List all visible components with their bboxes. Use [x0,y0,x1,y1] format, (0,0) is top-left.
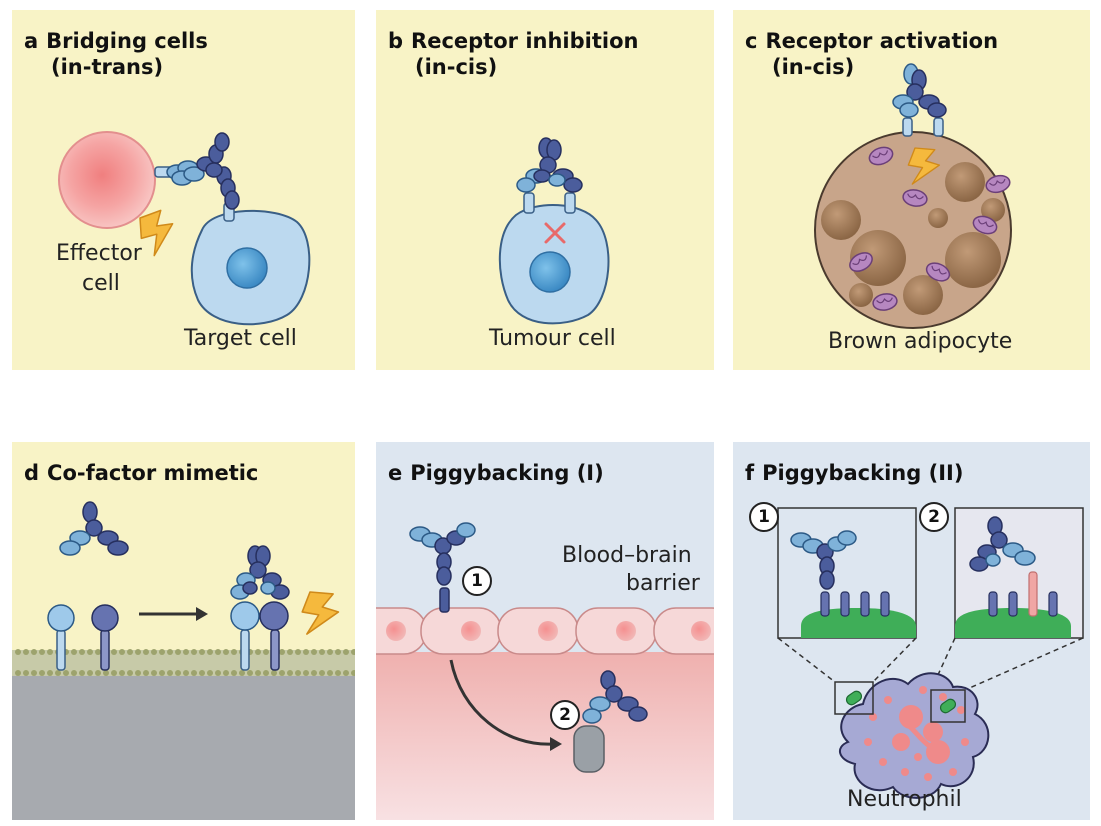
panel-f-letter: f [745,461,755,485]
panel-e-letter: e [388,461,403,485]
panel-a-illustration [58,131,311,326]
panel-b-illustration [498,137,610,325]
neutrophil-label: Neutrophil [847,787,962,812]
panel-d-header: d Co-factor mimetic [24,460,258,486]
arrow-icon [139,607,208,621]
effector-cell-label: Effector [56,241,142,266]
tumour-cell-label: Tumour cell [489,326,616,351]
panel-f: f Piggybacking (II) 1 2 Neutrophil [733,442,1090,820]
inset-marker-1 [834,681,874,715]
free-antibody [59,501,129,556]
lightning-icon [134,207,181,259]
panel-b-letter: b [388,29,404,53]
vesicle-2 [939,698,957,714]
bound-antibody [230,545,290,600]
transferrin-receptor [439,587,450,613]
antibody [516,137,583,193]
lipid-droplets [821,162,1005,315]
membrane-interior [12,650,355,820]
receptor-left [902,117,913,137]
panel-e-illustration [376,522,714,820]
panel-c-title: Receptor activation [765,29,999,53]
transcytosis-arrow [449,659,555,746]
tumour-nucleus [529,251,571,293]
effector-cell-label-2: cell [82,271,120,296]
panel-a-header: a Bridging cells (in-trans) [24,28,208,80]
bbb-label-2: barrier [626,571,700,596]
panel-b-header: b Receptor inhibition (in-cis) [388,28,638,80]
vesicle-1 [845,690,863,706]
panel-c-illustration [814,63,1013,329]
panel-c-letter: c [745,29,758,53]
brown-adipocyte-label: Brown adipocyte [828,329,1013,354]
receptor-left [523,192,535,214]
panel-d: d Co-factor mimetic [12,442,355,820]
panel-f-illustration [777,507,1084,799]
inhibition-x-icon [544,222,566,244]
neutrophil [839,672,990,799]
panel-a-letter: a [24,29,39,53]
step-2-badge: 2 [550,700,580,730]
panel-c: c Receptor activation (in-cis) Brown adip… [733,10,1090,370]
panel-d-letter: d [24,461,40,485]
step-1-badge: 1 [462,566,492,596]
antibody-top [409,522,476,586]
bbb-label-1: Blood–brain [562,543,692,568]
panel-a: a Bridging cells (in-trans) Effector cell… [12,10,355,370]
zoom-box-2 [954,507,1084,639]
panel-f-title: Piggybacking (II) [762,461,964,485]
arrow-head-icon [550,737,562,751]
panel-f-header: f Piggybacking (II) [745,460,963,486]
receptor-right [564,192,576,214]
panel-b-title: Receptor inhibition [411,29,639,53]
lipid-bilayer [12,649,355,676]
target-cell-label: Target cell [184,326,297,351]
receptor-dark-bound [259,601,289,671]
panel-a-title: Bridging cells [46,29,208,53]
endothelial-cells [376,607,714,655]
antibody [892,63,947,118]
receptor-light-unbound [47,604,75,671]
zoom-box-1 [777,507,917,639]
panel-d-illustration [12,501,355,820]
panel-c-header: c Receptor activation (in-cis) [745,28,998,80]
receptor-light-bound [230,601,260,671]
inset-marker-2 [930,689,966,723]
lightning-icon [297,588,343,640]
bispecific-antibody [166,132,240,210]
panel-a-subtitle: (in-trans) [51,55,164,79]
antibody-bottom [582,670,648,724]
nucleus-lobes [900,717,946,755]
brain-target [573,725,605,773]
receptor-right [933,117,944,137]
panel-d-title: Co-factor mimetic [47,461,259,485]
step-1-badge: 1 [749,502,779,532]
panel-e-header: e Piggybacking (I) [388,460,604,486]
panel-b-subtitle: (in-cis) [415,55,498,79]
panel-b: b Receptor inhibition (in-cis) Tumour cel… [376,10,714,370]
panel-c-subtitle: (in-cis) [772,55,855,79]
receptor-dark-unbound [91,604,119,671]
target-nucleus [226,247,268,289]
brain-tissue [376,652,714,820]
step-2-badge: 2 [919,502,949,532]
panel-e-title: Piggybacking (I) [410,461,604,485]
effector-cell [58,131,156,229]
